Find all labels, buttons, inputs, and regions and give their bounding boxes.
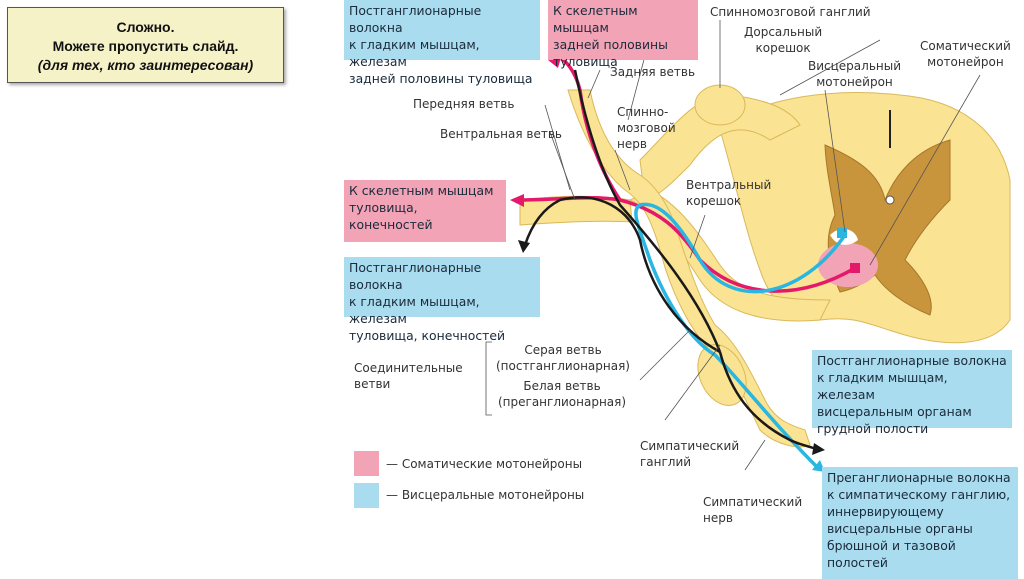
note-line-2: Можете пропустить слайд. <box>52 38 239 54</box>
box-postganglionic-back: Постганглионарные волокна к гладким мышц… <box>344 0 540 86</box>
black-fiber-3 <box>718 351 821 452</box>
note-line-1: Сложно. <box>116 19 175 35</box>
label-ventral-ramus: Вентральная ветвь <box>440 127 562 141</box>
label-posterior-ramus: Задняя ветвь <box>610 65 696 79</box>
note-line-3: (для тех, кто заинтересован) <box>37 57 254 73</box>
somatic-neuron-body <box>818 243 878 287</box>
box-skeletal-trunk: К скелетным мышцам туловища, конечностей <box>344 180 506 242</box>
label-visceral-neuron: Висцеральный мотонейрон <box>808 59 902 89</box>
black-fiber-1 <box>523 196 721 354</box>
label-spinal-nerve: Спинно- мозговой нерв <box>617 105 676 151</box>
sympathetic-ganglion <box>697 344 747 406</box>
legend-somatic-label: — Соматические мотонейроны <box>386 457 583 471</box>
label-spinal-ganglion: Спинномозговой ганглий <box>710 5 871 19</box>
label-gray-ramus: Серая ветвь (постганглионарная) <box>496 343 630 373</box>
label-connecting-rami: Соединительные ветви <box>354 361 463 391</box>
box-postganglionic-chest: Постганглионарные волокна к гладким мышц… <box>812 350 1012 436</box>
label-dorsal-root: Дорсальный корешок <box>744 25 823 55</box>
label-ventral-root: Вентральный корешок <box>686 178 772 208</box>
black-fiber-2 <box>573 69 722 353</box>
label-somatic-neuron: Соматический мотонейрон <box>920 39 1011 69</box>
skip-slide-note: Сложно. Можете пропустить слайд. (для те… <box>7 7 284 83</box>
label-sympathetic-nerve: Симпатический нерв <box>703 495 803 525</box>
box-postganglionic-trunk: Постганглионарные волокна к гладким мышц… <box>344 257 540 343</box>
box-preganglionic-abdomen: Преганглионарные волокна к симпатическом… <box>822 467 1018 579</box>
label-sympathetic-ganglion: Симпатический ганглий <box>640 439 740 469</box>
legend-visceral-label: — Висцеральные мотонейроны <box>386 488 585 502</box>
spinal-ganglion <box>694 84 746 126</box>
label-white-ramus: Белая ветвь (преганглионарная) <box>498 379 627 409</box>
box-skeletal-back: К скелетным мышцам задней половины тулов… <box>548 0 698 69</box>
visceral-fiber <box>634 202 847 472</box>
spinal-nerve-trunk <box>567 89 811 448</box>
label-anterior-ramus: Передняя ветвь <box>413 97 515 111</box>
legend-visceral-swatch <box>354 483 379 508</box>
legend-somatic-swatch <box>354 451 379 476</box>
